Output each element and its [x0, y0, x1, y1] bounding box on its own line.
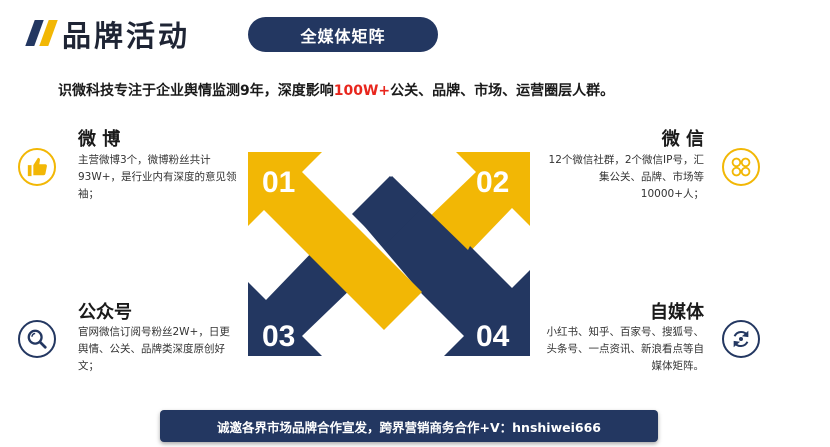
refresh-icon: [722, 320, 760, 358]
clover-grid-glyph: [731, 157, 751, 177]
refresh-glyph: [733, 330, 749, 348]
page-title: 品牌活动: [62, 19, 191, 53]
zimeiti-desc: 小红书、知乎、百家号、搜狐号、头条号、一点资讯、新浪看点等自媒体矩阵。: [546, 326, 705, 372]
weibo-desc: 主营微博3个，微博粉丝共计93W+，是行业内有深度的意见领袖；: [78, 154, 237, 200]
weixin-desc: 12个微信社群，2个微信IP号，汇集公关、品牌、市场等10000+人；: [548, 154, 704, 200]
intro-text: 识微科技专注于企业舆情监测9年，深度影响100W+公关、品牌、市场、运营圈层人群…: [58, 80, 614, 100]
intro-before: 识微科技专注于企业舆情监测9年，深度影响: [58, 83, 334, 99]
clover-grid-icon: [722, 148, 760, 186]
section-pill: 全媒体矩阵: [248, 17, 438, 52]
thumbs-up-glyph: [27, 157, 47, 177]
x-arrow-graphic: 01 02 03 04: [248, 152, 530, 356]
arrow-label-02: 02: [476, 166, 509, 199]
intro-after: 公关、品牌、市场、运营圈层人群。: [390, 83, 615, 99]
arrow-label-04: 04: [476, 320, 510, 353]
search-icon: [18, 320, 56, 358]
footer-contact-bar: 诚邀各界市场品牌合作宣发，跨界营销商务合作+V：hnshiwei666: [160, 410, 658, 442]
weibo-title: 微 博: [78, 129, 121, 150]
arrow-01-shape: [248, 152, 422, 330]
arrow-center-navy: [352, 176, 422, 246]
arrow-label-01: 01: [262, 166, 295, 199]
gongzhonghao-title: 公众号: [78, 302, 132, 323]
intro-highlight: 100W+: [333, 83, 391, 99]
arrow-label-03: 03: [262, 320, 295, 353]
zimeiti-title: 自媒体: [650, 302, 704, 323]
gongzhonghao-desc: 官网微信订阅号粉丝2W+，日更舆情、公关、品牌类深度原创好文；: [78, 326, 230, 372]
weixin-title: 微 信: [661, 129, 704, 150]
search-glyph: [27, 329, 47, 349]
thumbs-up-icon: [18, 148, 56, 186]
